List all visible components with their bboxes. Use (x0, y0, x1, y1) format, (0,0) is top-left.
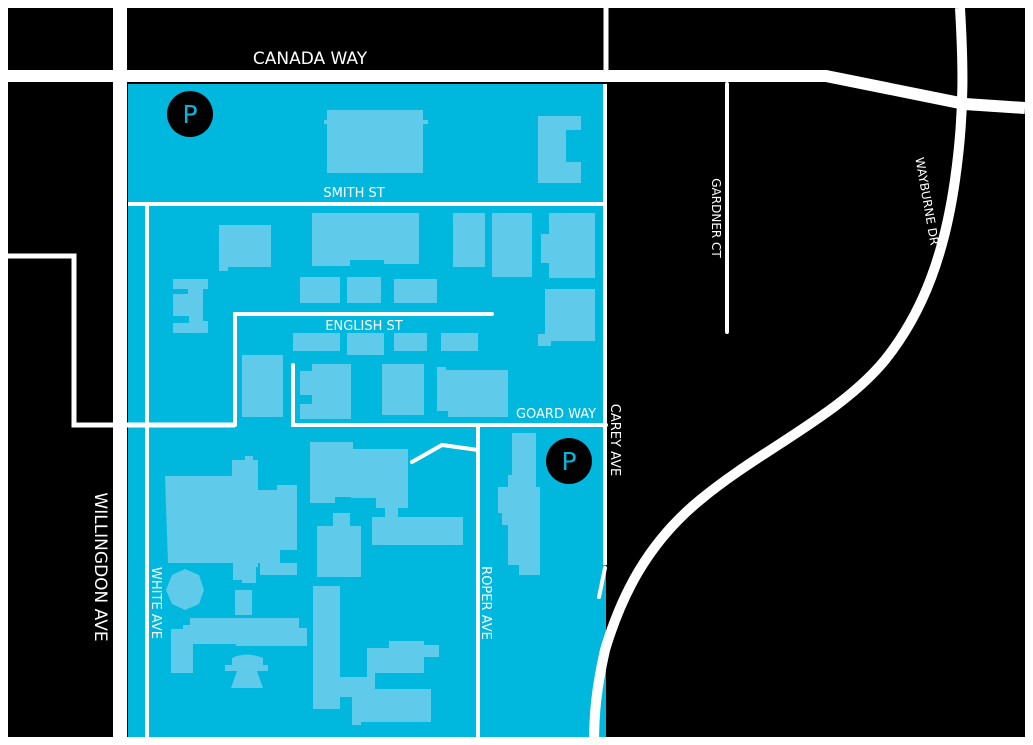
building (538, 116, 581, 183)
label-canada-way: CANADA WAY (253, 49, 368, 69)
building-octagon (166, 569, 204, 610)
building (394, 279, 437, 303)
building (171, 618, 307, 673)
label-smith-st: SMITH ST (323, 186, 384, 201)
building (235, 590, 252, 615)
parking-icon (546, 438, 592, 484)
building (317, 513, 361, 577)
label-roper-ave: ROPER AVE (478, 566, 493, 640)
building (492, 213, 532, 277)
building (293, 333, 340, 351)
label-white-ave: WHITE AVE (148, 567, 163, 639)
local-road-west[interactable] (8, 253, 235, 428)
parking-label: P (561, 447, 576, 476)
building-fountain (225, 654, 268, 688)
building (173, 279, 208, 333)
building (313, 586, 340, 709)
english-st-road[interactable] (233, 312, 494, 427)
building (340, 641, 439, 725)
canada-way-road[interactable] (8, 70, 1026, 114)
footpath (410, 442, 480, 464)
building (300, 277, 340, 303)
carey-ave-stub (597, 566, 607, 599)
label-english-st: ENGLISH ST (325, 319, 403, 334)
roads (8, 7, 1026, 745)
building (310, 442, 408, 508)
building (498, 433, 540, 575)
goard-way-road[interactable] (291, 363, 608, 427)
parking-icon (167, 91, 213, 137)
label-goard-way: GOARD WAY (516, 407, 596, 422)
building (382, 364, 424, 415)
building (538, 289, 595, 346)
building (327, 110, 423, 173)
building (260, 563, 297, 575)
building (394, 333, 427, 351)
building (347, 333, 384, 355)
parking-marker[interactable]: P (546, 438, 592, 484)
building (165, 456, 297, 583)
label-gardner-ct: GARDNER CT (709, 178, 723, 258)
building (441, 333, 478, 351)
building (242, 355, 283, 417)
building (347, 277, 381, 303)
building (312, 213, 419, 266)
wayburne-dr-road[interactable] (589, 7, 968, 745)
building (372, 508, 463, 545)
building (541, 213, 595, 278)
buildings (165, 110, 595, 725)
building (300, 364, 351, 419)
label-carey-ave: CAREY AVE (607, 404, 622, 476)
parking-marker[interactable]: P (167, 91, 213, 137)
parking-label: P (182, 100, 197, 129)
building (453, 213, 485, 267)
label-willingdon-ave: WILLINGDON AVE (90, 492, 110, 641)
building (219, 225, 228, 271)
building (437, 367, 508, 417)
building (324, 120, 428, 124)
building (220, 225, 271, 267)
